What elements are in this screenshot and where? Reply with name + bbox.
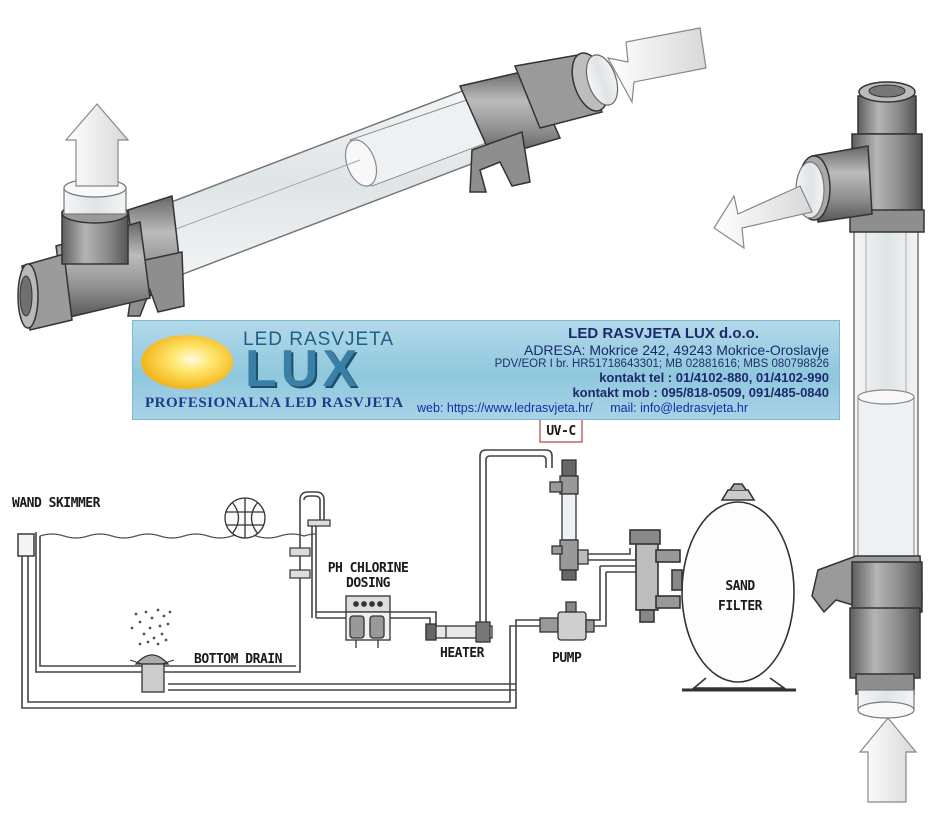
contact-links: web: https://www.ledrasvjeta.hr/ mail: i… <box>417 401 748 415</box>
uv-c-label: UV-C <box>546 424 575 439</box>
website-link[interactable]: web: https://www.ledrasvjeta.hr/ <box>417 401 593 415</box>
wand-skimmer-label: WAND SKIMMER <box>12 496 101 511</box>
ph-chlorine-dosing-unit <box>345 595 391 648</box>
pump-unit <box>539 601 595 641</box>
uv-unit-horizontal <box>17 27 707 331</box>
beach-ball <box>224 497 266 539</box>
brand-tagline: PROFESIONALNA LED RASVJETA <box>145 395 404 411</box>
company-info: LED RASVJETA LUX d.o.o. ADRESA: Mokrice … <box>495 325 829 400</box>
uv-c-label-box <box>539 417 583 443</box>
company-banner: LED RASVJETA LUX PROFESIONALNA LED RASVJ… <box>132 320 840 420</box>
sand-label: SAND <box>725 579 755 594</box>
bottom-drain-label: BOTTOM DRAIN <box>194 652 283 667</box>
pump-label: PUMP <box>552 651 582 666</box>
pool-schematic <box>17 449 637 709</box>
uv-unit-vertical <box>713 81 925 803</box>
heater-label: HEATER <box>440 646 485 661</box>
company-phone: kontakt tel : 01/4102-880, 01/4102-990 <box>599 370 829 385</box>
dosing-label: DOSING <box>346 576 391 591</box>
sun-logo-icon <box>141 335 233 389</box>
ph-chlorine-label: PH CHLORINE <box>328 561 409 576</box>
brand-top-text: LED RASVJETA <box>243 329 395 350</box>
company-name: LED RASVJETA LUX d.o.o. <box>568 325 759 342</box>
wall-inlet-fittings <box>289 519 331 579</box>
filter-label: FILTER <box>718 599 763 614</box>
heater-unit <box>425 621 493 643</box>
company-mobile: kontakt mob : 095/818-0509, 091/485-0840 <box>572 385 829 400</box>
email-link[interactable]: mail: info@ledrasvjeta.hr <box>610 401 749 415</box>
company-registry: PDV/EOR I br. HR51718643301; MB 02881616… <box>494 358 829 370</box>
sand-filter <box>629 483 796 692</box>
company-address: ADRESA: Mokrice 242, 49243 Mokrice-Orosl… <box>523 342 829 358</box>
brand-logo-text: LUX <box>245 340 361 398</box>
uv-c-small-unit <box>549 459 589 581</box>
bottom-drain-fixture <box>129 608 175 693</box>
